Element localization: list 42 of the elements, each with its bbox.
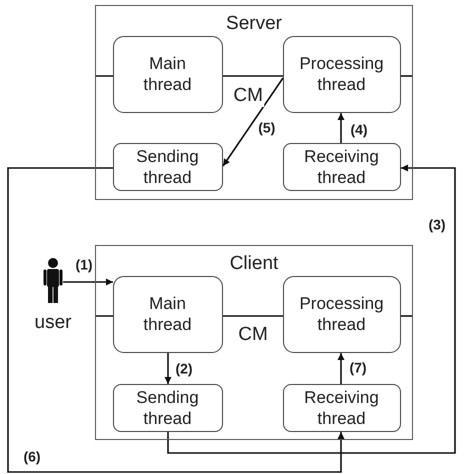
connector-line — [223, 75, 283, 77]
box-title: Server — [226, 13, 282, 35]
connector-line — [95, 315, 113, 317]
connector-line — [401, 75, 413, 77]
process-box — [282, 36, 400, 112]
process-box — [112, 276, 222, 352]
edge-label: CM — [232, 85, 264, 107]
edge-label: (4) — [349, 122, 369, 139]
process-box — [282, 276, 400, 352]
box-label: Receiving thread — [304, 146, 379, 188]
edge-label: (2) — [174, 360, 194, 377]
box-label: Sending thread — [136, 386, 199, 428]
edge-label: (3) — [427, 216, 447, 234]
box-label: Receiving thread — [304, 386, 379, 428]
edge-label: (7) — [348, 359, 368, 376]
arrow — [63, 278, 113, 286]
box-label: Processing thread — [299, 293, 384, 335]
connector-line — [401, 315, 413, 317]
process-box — [282, 384, 400, 432]
edge-label: (5) — [257, 120, 276, 137]
connector-line — [223, 315, 283, 317]
arrow — [222, 78, 284, 166]
box-label: Main thread — [143, 293, 192, 335]
arrow — [164, 353, 172, 384]
box-title: Client — [230, 253, 278, 275]
container-box — [95, 245, 413, 440]
connector-line — [95, 75, 113, 77]
process-box — [112, 36, 222, 112]
arrow — [7, 167, 344, 473]
arrow — [338, 113, 344, 143]
process-box — [112, 384, 222, 432]
edge-label: (6) — [22, 448, 42, 466]
person-caption: user — [34, 312, 72, 334]
arrow — [167, 164, 456, 454]
edge-label: (1) — [74, 256, 94, 274]
box-label: Main thread — [143, 53, 192, 95]
process-box — [112, 142, 222, 190]
arrow — [338, 353, 344, 384]
box-label: Processing thread — [299, 53, 384, 95]
container-box — [95, 5, 413, 200]
box-label: Sending thread — [136, 146, 199, 188]
process-box — [282, 142, 400, 190]
